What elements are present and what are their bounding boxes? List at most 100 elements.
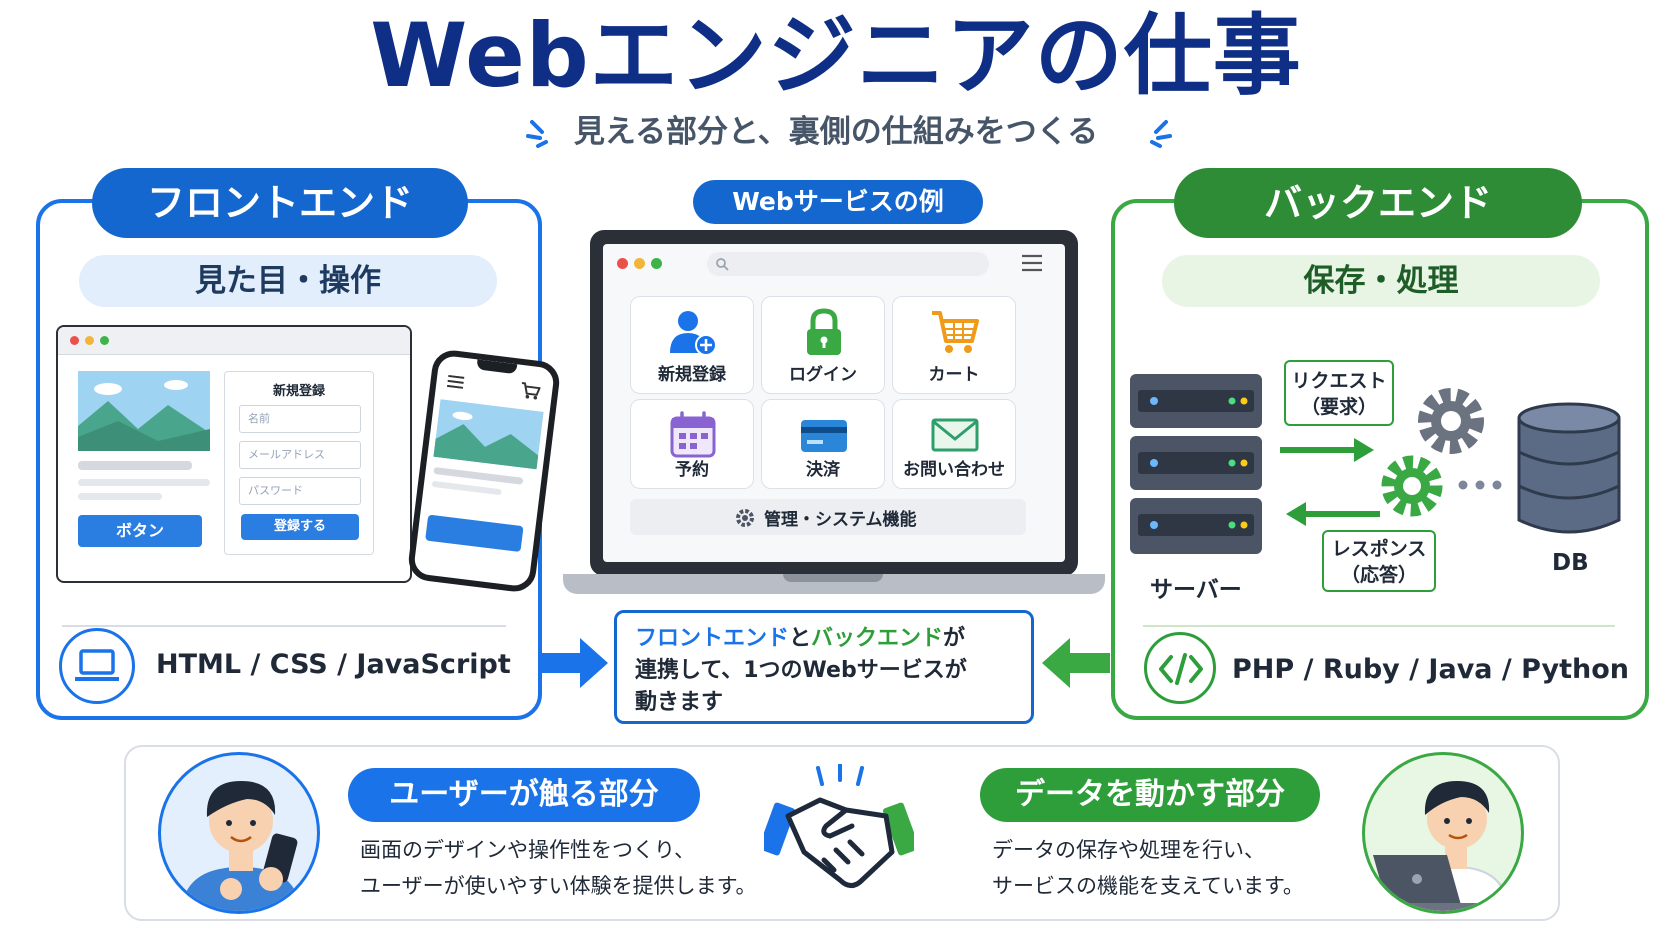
text-placeholder — [78, 493, 162, 500]
text-placeholder — [78, 461, 192, 470]
frontend-subheading: 見た目・操作 — [79, 255, 497, 307]
arrow-left-icon — [1042, 638, 1110, 688]
request-line-1: リクエスト — [1291, 370, 1387, 392]
add-user-icon — [670, 311, 717, 356]
admin-system-label: 管理・システム機能 — [764, 510, 917, 530]
backend-tech-list: PHP / Ruby / Java / Python — [1232, 654, 1629, 685]
backend-heading: バックエンド — [1174, 168, 1582, 238]
engineer-avatar — [1362, 752, 1524, 914]
callout-backend: バックエンド — [811, 626, 944, 651]
browser-toolbar — [58, 327, 410, 355]
minimize-dot-icon — [634, 258, 645, 269]
search-icon — [716, 258, 729, 271]
laptop-icon — [75, 649, 119, 681]
calendar-icon — [670, 411, 716, 458]
database-icon — [1517, 402, 1621, 534]
landscape-image-icon — [433, 399, 544, 470]
gear-green-icon — [1381, 455, 1443, 517]
handshake-icon — [764, 764, 914, 888]
email-field[interactable]: メールアドレス — [239, 441, 361, 469]
form-title: 新規登録 — [272, 384, 325, 399]
callout-frontend: フロントエンド — [635, 626, 790, 651]
gear-gray-icon — [1418, 388, 1484, 454]
callout-line-2: 連携して、1つのWebサービスが — [635, 658, 967, 683]
mail-icon — [931, 418, 979, 452]
request-line-2: （要求） — [1300, 396, 1377, 418]
close-dot-icon — [617, 258, 628, 269]
laptop-notch — [783, 574, 883, 582]
menu-icon[interactable] — [446, 374, 466, 390]
frontend-tech-list: HTML / CSS / JavaScript — [156, 649, 511, 680]
password-field[interactable]: パスワード — [239, 477, 361, 505]
minimize-dot-icon — [85, 336, 94, 345]
gear-icon — [736, 509, 754, 527]
user-part-heading: ユーザーが触る部分 — [348, 768, 700, 822]
callout-line-3: 動きます — [635, 690, 724, 715]
credit-card-icon — [801, 420, 847, 452]
tile-login[interactable]: ログイン — [761, 296, 885, 394]
backend-divider — [1143, 625, 1615, 627]
register-button[interactable]: 登録する — [241, 514, 359, 540]
engineer-with-laptop-illustration — [1373, 781, 1510, 911]
web-service-heading: Webサービスの例 — [693, 180, 983, 224]
data-part-heading: データを動かす部分 — [980, 768, 1320, 822]
frontend-heading: フロントエンド — [92, 168, 468, 238]
integration-callout: フロントエンドとバックエンドが 連携して、1つのWebサービスが 動きます — [614, 610, 1034, 724]
maximize-dot-icon — [100, 336, 109, 345]
request-label: リクエスト （要求） — [1284, 360, 1394, 426]
sparkle-left-icon — [526, 120, 548, 148]
tile-label: 予約 — [675, 460, 709, 480]
hamburger-menu-icon[interactable] — [1021, 254, 1043, 272]
laptop-icon-circle — [59, 628, 135, 704]
landscape-image-icon — [78, 371, 210, 451]
response-line-2: （応答） — [1340, 564, 1417, 586]
user-part-description: 画面のデザインや操作性をつくり、 ユーザーが使いやすい体験を提供します。 — [360, 832, 756, 904]
backend-subheading: 保存・処理 — [1162, 255, 1600, 307]
code-icon — [1159, 653, 1203, 685]
data-desc-line-2: サービスの機能を支えています。 — [992, 874, 1304, 898]
laptop-screen: 新規登録 ログイン カート 予約 決済 — [603, 244, 1065, 562]
cart-icon[interactable] — [519, 381, 541, 401]
text-placeholder — [431, 480, 502, 496]
page-subtitle: 見える部分と、裏側の仕組みをつくる — [573, 114, 1099, 150]
signup-form: 新規登録 名前 メールアドレス パスワード 登録する — [224, 371, 374, 555]
tile-contact[interactable]: お問い合わせ — [892, 399, 1016, 489]
admin-system-bar: 管理・システム機能 — [630, 499, 1026, 535]
tile-label: カート — [928, 365, 980, 385]
response-arrow-icon — [1286, 502, 1380, 526]
maximize-dot-icon — [651, 258, 662, 269]
code-icon-circle — [1144, 632, 1216, 704]
user-avatar — [158, 752, 320, 914]
db-label: DB — [1552, 550, 1589, 576]
search-bar[interactable] — [707, 252, 989, 276]
phone-notch — [476, 359, 518, 375]
tile-label: お問い合わせ — [903, 460, 1005, 480]
user-desc-line-2: ユーザーが使いやすい体験を提供します。 — [360, 874, 757, 898]
user-with-phone-illustration — [181, 781, 301, 911]
callout-ga: が — [943, 626, 966, 651]
arrow-right-icon — [540, 638, 608, 688]
browser-mockup: ボタン 新規登録 名前 メールアドレス パスワード 登録する — [56, 325, 412, 583]
data-desc-line-1: データの保存や処理を行い、 — [992, 838, 1265, 862]
tile-cart[interactable]: カート — [892, 296, 1016, 394]
tile-label: 決済 — [806, 460, 840, 480]
tile-label: 新規登録 — [658, 365, 726, 385]
name-field[interactable]: 名前 — [239, 405, 361, 433]
tile-signup[interactable]: 新規登録 — [630, 296, 754, 394]
user-desc-line-1: 画面のデザインや操作性をつくり、 — [360, 838, 696, 862]
tile-reservation[interactable]: 予約 — [630, 399, 754, 489]
response-label: レスポンス （応答） — [1322, 530, 1436, 592]
sparkle-right-icon — [1150, 120, 1172, 148]
close-dot-icon — [70, 336, 79, 345]
tile-payment[interactable]: 決済 — [761, 399, 885, 489]
phone-action-button[interactable] — [425, 514, 524, 553]
sample-button[interactable]: ボタン — [78, 515, 202, 547]
shopping-cart-icon — [932, 311, 979, 353]
text-placeholder — [78, 479, 210, 486]
response-line-1: レスポンス — [1331, 538, 1427, 560]
data-part-description: データの保存や処理を行い、 サービスの機能を支えています。 — [992, 832, 1304, 904]
server-label: サーバー — [1150, 577, 1242, 603]
laptop-base — [563, 574, 1105, 594]
callout-line-1: フロントエンドとバックエンドが — [635, 623, 1013, 655]
callout-and: と — [789, 626, 812, 651]
